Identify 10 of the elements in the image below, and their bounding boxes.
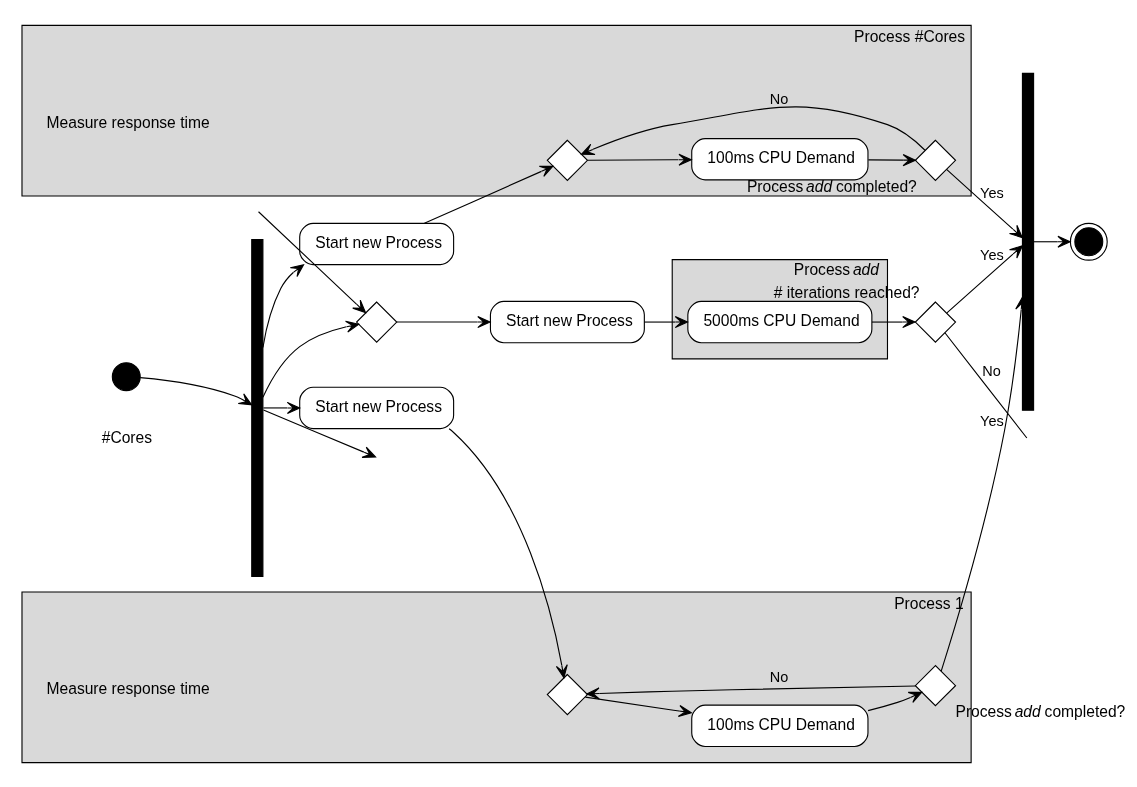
label: Measure response time — [46, 679, 210, 697]
label: Measure response time — [46, 113, 210, 131]
edge-label: No — [769, 668, 789, 685]
edge-label: Yes — [980, 412, 1004, 429]
edge-label: No — [769, 90, 789, 107]
edge-label: No — [982, 362, 1001, 379]
node-label: Process add completed? — [746, 177, 917, 195]
label: #Cores — [101, 428, 153, 446]
edge-label: Yes — [980, 184, 1004, 201]
edge-label: Yes — [980, 246, 1004, 263]
